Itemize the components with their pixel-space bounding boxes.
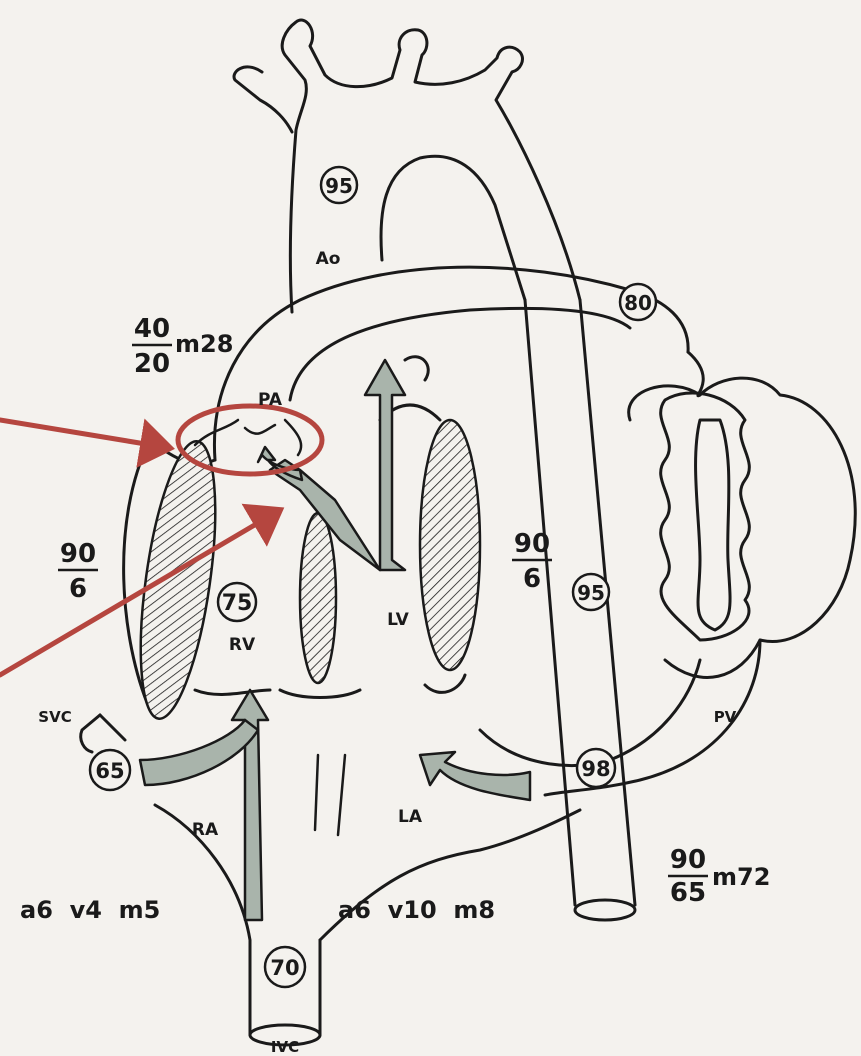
pulmonary-valve	[195, 420, 301, 455]
label-pa: PA	[258, 390, 283, 410]
svc-to-ra-arrow	[140, 720, 258, 785]
pa-pressure-den: 20	[134, 349, 170, 379]
rv-pressure: 90 6	[58, 539, 98, 604]
la-pressure: a6 v10 m8	[338, 896, 495, 924]
sat-ivc: 70	[270, 956, 299, 980]
sat-ao: 95	[325, 174, 353, 198]
lv-outflow-arrow	[365, 360, 405, 570]
ra-pressure: a6 v4 m5	[20, 896, 160, 924]
sat-rv: 75	[222, 591, 253, 616]
pa-pressure-mean: m28	[175, 330, 233, 358]
pointer-arrow-upper	[0, 420, 170, 448]
label-lv: LV	[387, 610, 409, 630]
rv-pressure-den: 6	[69, 574, 87, 604]
pv-to-la-arrow	[420, 752, 530, 800]
lv-wall	[420, 420, 480, 670]
label-ao: Ao	[316, 249, 341, 269]
sat-desc-ao: 95	[577, 581, 605, 605]
label-ivc: IVC	[271, 1038, 299, 1056]
label-rv: RV	[229, 635, 256, 655]
ao-pressure-num: 90	[670, 845, 706, 875]
rv-wall-septum	[127, 437, 229, 723]
sat-pv: 98	[581, 757, 610, 781]
ao-pressure-mean: m72	[712, 863, 770, 891]
pa-pressure-num: 40	[134, 314, 170, 344]
pa-pressure: 40 20 m28	[132, 314, 233, 379]
ao-pressure-den: 65	[670, 878, 706, 908]
label-pv: PV	[714, 708, 737, 726]
lv-pressure-num: 90	[514, 529, 550, 559]
aorta-outline	[234, 20, 580, 312]
ao-pressure: 90 65 m72	[668, 845, 770, 908]
label-ra: RA	[192, 820, 219, 840]
rv-pressure-num: 90	[60, 539, 96, 569]
lv-pressure-den: 6	[523, 564, 541, 594]
label-la: LA	[398, 807, 423, 827]
sat-svc: 65	[95, 759, 124, 783]
label-svc: SVC	[38, 708, 71, 726]
ventricular-septum	[300, 513, 336, 683]
sat-pv-branch: 80	[624, 291, 652, 315]
